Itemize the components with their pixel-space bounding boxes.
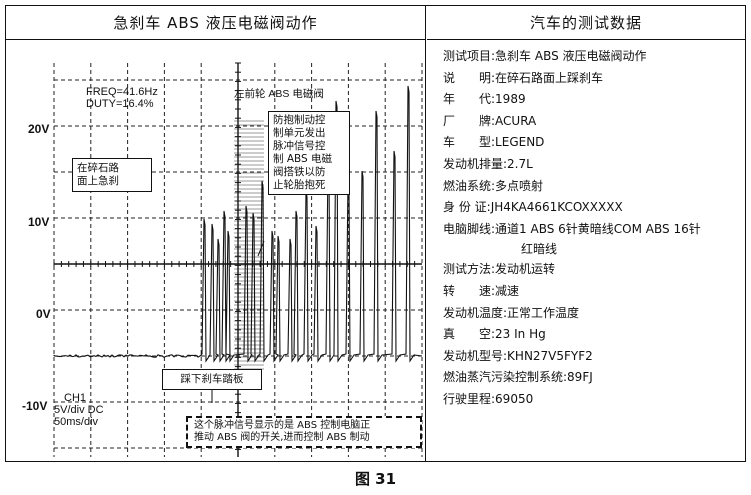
test-data-label: 燃油系统: [443, 179, 495, 193]
test-data-row: 真 空:23 In Hg [443, 324, 739, 346]
test-data-value: 23 In Hg [495, 327, 546, 341]
test-data-label: 身 份 证: [443, 200, 491, 214]
test-data-value: 1989 [495, 92, 526, 106]
pulse-callout: 这个脉冲信号显示的是 ABS 控制电脑正 推动 ABS 阀的开关,进而控制 AB… [186, 416, 422, 448]
test-data-row: 燃油系统:多点喷射 [443, 176, 739, 198]
scope-panel-title: 急刹车 ABS 液压电磁阀动作 [6, 6, 425, 40]
test-data-row: 说 明:在碎石路面上踩刹车 [443, 68, 739, 90]
brake-callout: 踩下刹车踏板 [162, 369, 262, 390]
test-data-label: 车 型: [443, 135, 495, 149]
test-data-label: 测试方法: [443, 262, 495, 276]
test-data-row-continuation: 红暗线 [443, 240, 739, 259]
test-data-label: 转 速: [443, 284, 495, 298]
test-data-label: 电脑脚线: [443, 222, 495, 236]
test-data-value: 89FJ [567, 370, 593, 384]
test-data-list: 测试项目:急刹车 ABS 液压电磁阀动作说 明:在碎石路面上踩刹车年 代:198… [443, 46, 739, 411]
test-data-label: 测试项目: [443, 49, 495, 63]
test-data-label: 行驶里程: [443, 392, 495, 406]
test-data-row: 燃油蒸汽污染控制系统:89FJ [443, 367, 739, 389]
y-label-neg10v: -10V [22, 399, 47, 413]
test-data-value: 急刹车 ABS 液压电磁阀动作 [495, 49, 646, 63]
test-data-row: 车 型:LEGEND [443, 132, 739, 154]
test-data-value: 发动机运转 [495, 262, 555, 276]
test-data-value: 2.7L [507, 157, 533, 171]
test-data-row: 测试项目:急刹车 ABS 液压电磁阀动作 [443, 46, 739, 68]
test-data-label: 燃油蒸汽污染控制系统: [443, 370, 567, 384]
test-data-row: 发动机温度:正常工作温度 [443, 303, 739, 325]
y-label-0v: 0V [36, 307, 51, 321]
figure-caption: 图 31 [0, 468, 751, 489]
test-data-row: 测试方法:发动机运转 [443, 259, 739, 281]
scope-panel: 急刹车 ABS 液压电磁阀动作 20V 10V 0V -10V FREQ=41.… [6, 6, 426, 461]
test-data-value: 正常工作温度 [507, 306, 579, 320]
test-data-row: 厂 牌:ACURA [443, 111, 739, 133]
test-data-label: 厂 牌: [443, 114, 495, 128]
freq-readout: FREQ=41.6Hz [86, 86, 158, 98]
test-data-value: 在碎石路面上踩刹车 [495, 71, 603, 85]
channel-label: 左前轮 ABS 电磁阀 [234, 88, 324, 100]
ch-volts-div: 5V/div DC [54, 404, 104, 416]
test-data-panel: 汽车的测试数据 测试项目:急刹车 ABS 液压电磁阀动作说 明:在碎石路面上踩刹… [427, 6, 745, 461]
test-data-row: 电脑脚线:通道1 ABS 6针黄暗线COM ABS 16针 [443, 219, 739, 241]
test-data-value: ACURA [495, 114, 536, 128]
test-data-value: JH4KA4661KCOXXXXX [491, 200, 623, 214]
road-callout: 在碎石路 面上急刹 [72, 158, 152, 192]
test-data-label: 发动机温度: [443, 306, 507, 320]
ch-time-div: 50ms/div [54, 416, 98, 428]
abs-callout: 防抱制动控 制单元发出 脉冲信号控 制 ABS 电磁 阀搭铁以防 止轮胎抱死 [268, 111, 350, 195]
y-label-10v: 10V [28, 215, 49, 229]
scope-grid [54, 63, 422, 457]
test-data-title: 汽车的测试数据 [427, 6, 745, 40]
test-data-row: 发动机型号:KHN27V5FYF2 [443, 346, 739, 368]
duty-readout: DUTY=16.4% [86, 98, 154, 110]
test-data-label: 年 代: [443, 92, 495, 106]
test-data-label: 发动机排量: [443, 157, 507, 171]
test-data-row: 年 代:1989 [443, 89, 739, 111]
figure-frame: 急刹车 ABS 液压电磁阀动作 20V 10V 0V -10V FREQ=41.… [5, 5, 746, 462]
test-data-value: KHN27V5FYF2 [507, 349, 593, 363]
test-data-label: 真 空: [443, 327, 495, 341]
test-data-label: 发动机型号: [443, 349, 507, 363]
ch-name: CH1 [64, 392, 86, 404]
test-data-value: 减速 [495, 284, 519, 298]
test-data-value: LEGEND [495, 135, 544, 149]
test-data-row: 身 份 证:JH4KA4661KCOXXXXX [443, 197, 739, 219]
test-data-value: 多点喷射 [495, 179, 543, 193]
test-data-row: 转 速:减速 [443, 281, 739, 303]
test-data-value: 69050 [495, 392, 533, 406]
y-label-20v: 20V [28, 122, 49, 136]
test-data-value: 通道1 ABS 6针黄暗线COM ABS 16针 [495, 222, 701, 236]
test-data-row: 发动机排量:2.7L [443, 154, 739, 176]
test-data-row: 行驶里程:69050 [443, 389, 739, 411]
test-data-label: 说 明: [443, 71, 495, 85]
